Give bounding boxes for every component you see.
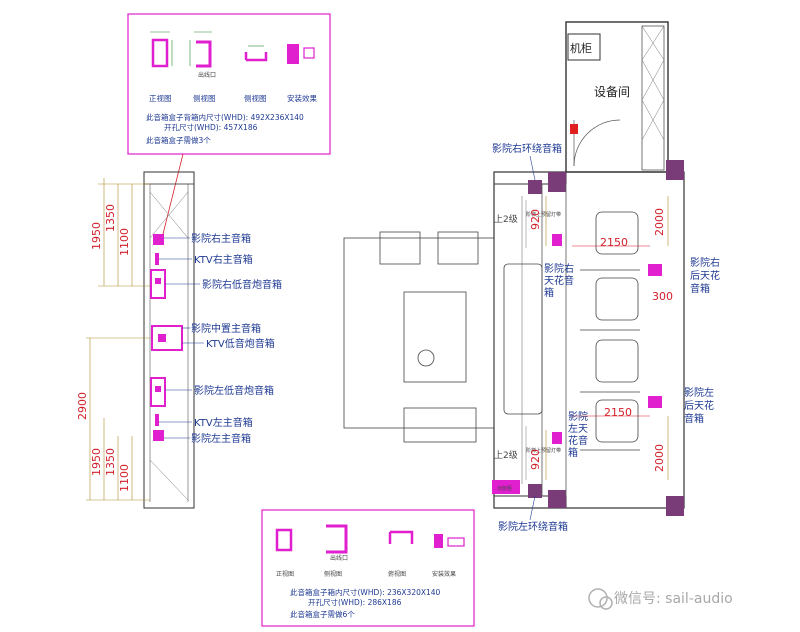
plan-dim-920-top: 920 [529, 209, 542, 230]
top-spec-line-1: 此音箱盒子背箱内尺寸(WHD): 492X236X140 [146, 112, 304, 122]
plan-stage-note-top: 阶梯上预留灯带 [526, 211, 561, 218]
elev-label-ktv-right-main: KTV右主音箱 [194, 253, 253, 266]
bottom-spec-line-3: 此音箱盒子需做6个 [290, 609, 355, 619]
plan-right-rear-line1: 影院右 [690, 256, 720, 269]
plan-left-ceiling-line4: 箱 [568, 446, 578, 459]
plan-left-ceiling-line3: 花音 [568, 434, 588, 447]
plan-right-ceiling-line1: 影院右 [544, 262, 574, 275]
plan-left-ceiling-line2: 左天 [568, 422, 588, 435]
elev-label-cinema-left-main: 影院左主音箱 [191, 432, 251, 445]
plan-right-ceiling-line3: 箱 [544, 286, 554, 299]
top-spec-line-2: 开孔尺寸(WHD): 457X186 [164, 122, 258, 132]
plan-dim-2150-top: 2150 [600, 236, 628, 249]
elev-dim-1100-bottom: 1100 [118, 464, 131, 492]
top-view-label-3: 侧视图 [244, 93, 267, 103]
plan-step-up-bottom: 上2级 [494, 449, 518, 461]
plan-right-surround-label: 影院右环绕音箱 [492, 142, 562, 155]
plan-right-rear-line2: 后天花 [690, 269, 720, 282]
top-view-label-1: 正视图 [149, 93, 172, 103]
wall-elevation [86, 171, 204, 509]
bottom-view-label-4: 安装效果 [432, 570, 456, 578]
plan-left-rear-line2: 后天花 [684, 399, 714, 412]
elev-label-ktv-left-main: KTV左主音箱 [194, 416, 253, 429]
plan-dim-300: 300 [652, 290, 673, 303]
elev-dim-1350-bottom: 1350 [104, 448, 117, 476]
plan-cabinet-label: 机柜 [570, 41, 592, 55]
elev-dim-1100-top: 1100 [118, 228, 131, 256]
elev-dim-1350-top: 1350 [104, 204, 117, 232]
top-leader-line [161, 153, 184, 239]
elev-label-ktv-sub: KTV低音炮音箱 [206, 337, 275, 350]
bottom-view-label-1: 正视图 [276, 570, 294, 578]
top-view-label-2: 侧视图 [193, 93, 216, 103]
bottom-view-label-3: 俯视图 [388, 570, 406, 578]
elev-label-cinema-right-sub: 影院右低音炮音箱 [202, 278, 282, 291]
top-spec-line-3: 此音箱盒子需做3个 [146, 135, 211, 145]
bottom-spec-box: 出线口 正视图 侧视图 俯视图 安装效果 此音箱盒子箱内尺寸(WHD): 236… [261, 509, 475, 627]
plan-dim-2150-bottom: 2150 [604, 406, 632, 419]
bottom-spec-line-2: 开孔尺寸(WHD): 286X186 [308, 597, 402, 607]
plan-left-rear-line1: 影院左 [684, 386, 714, 399]
watermark-text: 微信号: sail-audio [614, 591, 733, 607]
plan-equipment-room-label: 设备间 [594, 85, 630, 99]
plan-rack-label: 功放柜 [497, 485, 512, 492]
plan-stage-note-bottom: 阶梯上预留灯带 [526, 447, 561, 454]
top-view-label-4: 安装效果 [287, 93, 317, 103]
plan-left-ceiling-line1: 影院 [568, 410, 588, 423]
bottom-view-label-2: 侧视图 [324, 570, 342, 578]
elev-label-cinema-left-sub: 影院左低音炮音箱 [194, 384, 274, 397]
elev-dim-1950-top: 1950 [90, 222, 103, 250]
plan-dim-2000-bottom: 2000 [653, 444, 666, 472]
plan-right-ceiling-line2: 天花音 [544, 274, 574, 287]
elev-dim-1950-bottom: 1950 [90, 448, 103, 476]
plan-left-surround-label: 影院左环绕音箱 [498, 520, 568, 533]
plan-dim-2000-top: 2000 [653, 208, 666, 236]
plan-right-rear-line3: 音箱 [690, 282, 710, 295]
top-spec-box: 出线口 正视图 侧视图 侧视图 安装效果 此音箱盒子背箱内尺寸(WHD): 49… [127, 13, 331, 155]
plan-step-up-top: 上2级 [494, 213, 518, 225]
bottom-exit-label: 出线口 [330, 554, 348, 562]
elev-label-cinema-right-main: 影院右主音箱 [191, 232, 251, 245]
elev-dim-2900: 2900 [76, 392, 89, 420]
bottom-spec-line-1: 此音箱盒子箱内尺寸(WHD): 236X320X140 [290, 587, 441, 597]
top-exit-label: 出线口 [198, 71, 216, 79]
watermark: 微信号: sail-audio [588, 588, 733, 610]
plan-dim-920-bottom: 920 [529, 449, 542, 470]
plan-left-rear-line3: 音箱 [684, 412, 704, 425]
elev-label-cinema-center: 影院中置主音箱 [191, 322, 261, 335]
floor-plan [343, 21, 685, 516]
wechat-icon [588, 588, 608, 608]
